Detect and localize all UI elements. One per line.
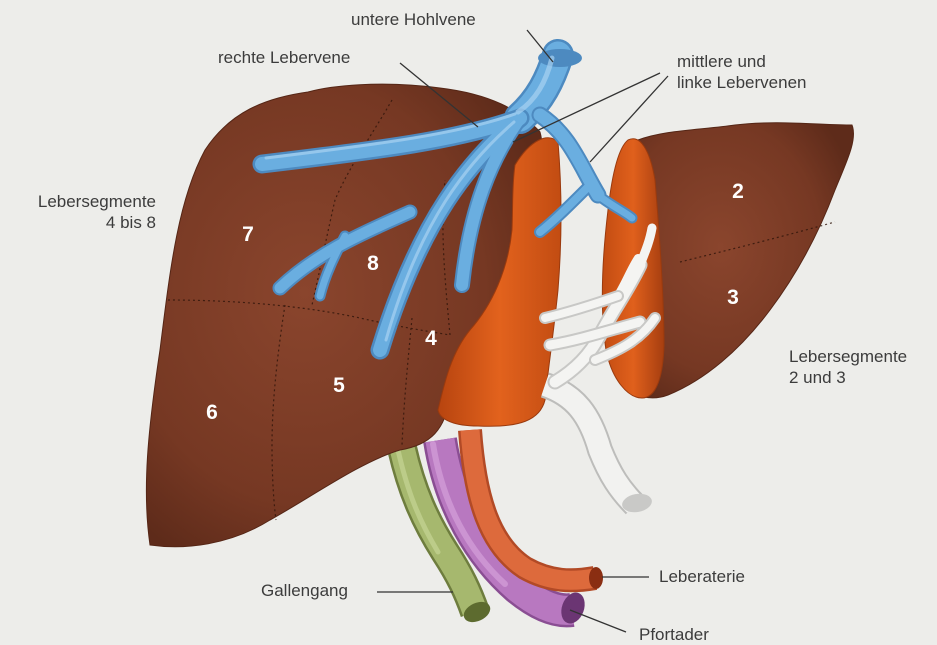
label-segments-2-3-line2: 2 und 3 [789, 367, 907, 388]
label-segments-2-3: Lebersegmente 2 und 3 [789, 346, 907, 388]
segment-number-6: 6 [206, 401, 218, 425]
segment-number-3: 3 [727, 286, 739, 310]
segment-number-8: 8 [367, 252, 379, 276]
label-portal-vein: Pfortader [639, 624, 709, 645]
label-bile-duct: Gallengang [261, 580, 348, 601]
label-middle-left-veins-line1: mittlere und [677, 51, 806, 72]
segment-number-2: 2 [732, 180, 744, 204]
segment-number-5: 5 [333, 374, 345, 398]
label-segments-4-8-line1: Lebersegmente [38, 191, 156, 212]
label-middle-left-veins-line2: linke Lebervenen [677, 72, 806, 93]
label-hepatic-artery: Leberaterie [659, 566, 745, 587]
label-segments-4-8-line2: 4 bis 8 [38, 212, 156, 233]
segment-number-4: 4 [425, 327, 437, 351]
label-vena-cava: untere Hohlvene [351, 9, 476, 30]
label-right-hepatic-vein: rechte Lebervene [218, 47, 350, 68]
label-segments-4-8: Lebersegmente 4 bis 8 [38, 191, 156, 233]
segment-number-7: 7 [242, 223, 254, 247]
label-middle-left-veins: mittlere und linke Lebervenen [677, 51, 806, 93]
label-segments-2-3-line1: Lebersegmente [789, 346, 907, 367]
